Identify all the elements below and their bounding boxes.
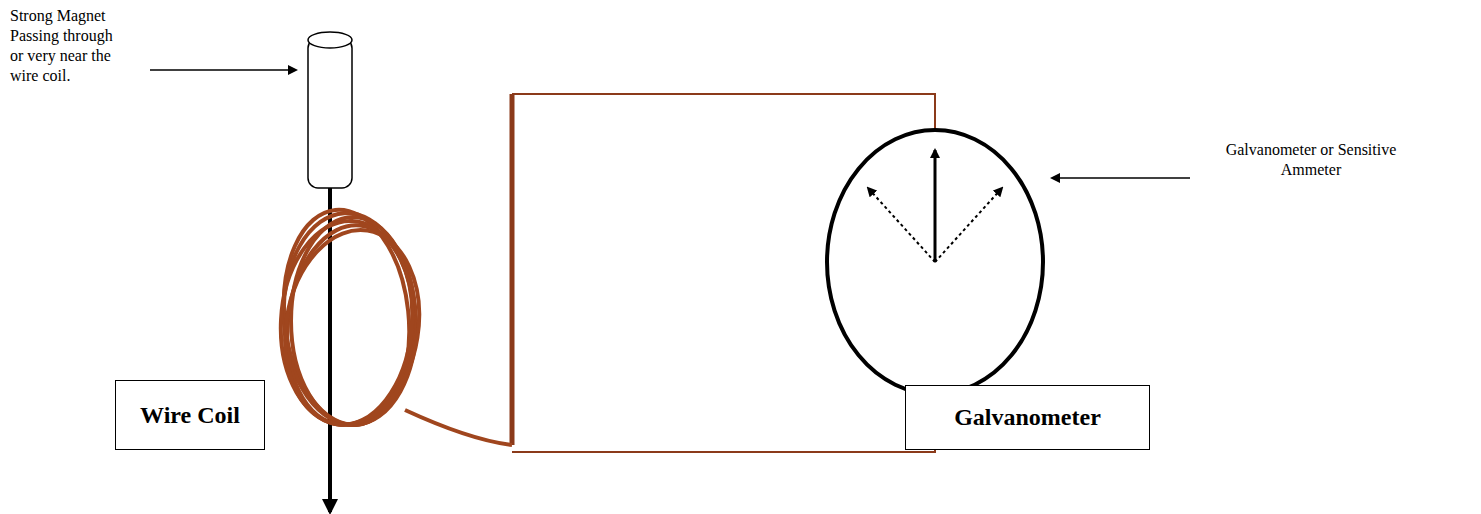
needle-deflection <box>935 188 1002 262</box>
caption-box: Wire Coil <box>115 380 265 450</box>
caption-box: Galvanometer <box>905 385 1150 450</box>
wire-coil <box>272 203 433 434</box>
box-title: Galvanometer <box>954 404 1101 431</box>
box-title: Wire Coil <box>140 402 240 429</box>
galvanometer-dial <box>827 130 1043 394</box>
needle-deflection <box>868 188 935 262</box>
coil-lead <box>510 94 515 445</box>
leader-arrow <box>150 69 296 71</box>
needle <box>934 150 937 262</box>
callout-label: Strong Magnet Passing through or very ne… <box>10 6 114 86</box>
magnet <box>308 32 352 188</box>
callout-label: Galvanometer or Sensitive Ammeter <box>1196 140 1426 180</box>
leader-arrow <box>1052 177 1190 179</box>
coil-lead <box>405 410 512 445</box>
